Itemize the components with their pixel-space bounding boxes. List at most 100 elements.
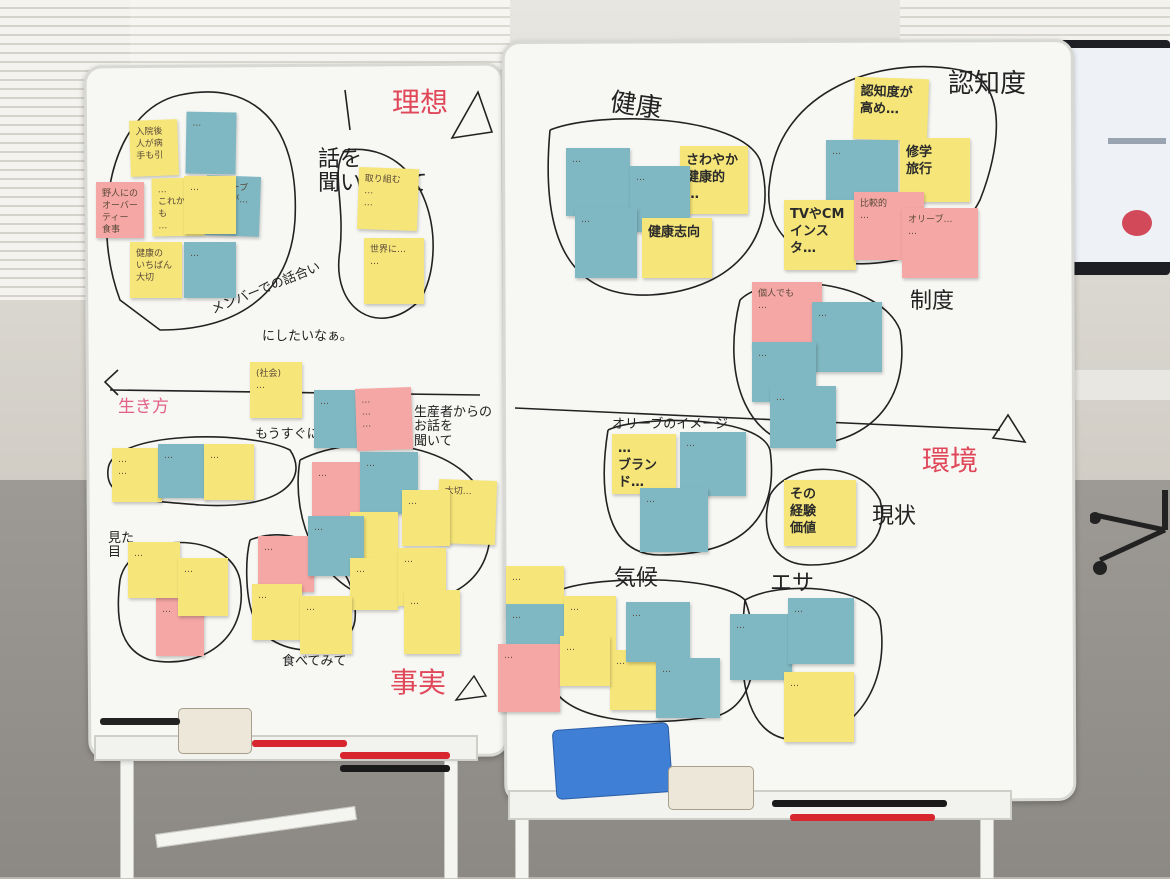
sticky-note-text: 比較的 … — [860, 199, 888, 221]
sticky-note-text: … — [320, 397, 329, 407]
red-marker[interactable] — [340, 752, 450, 759]
sticky-note-text: … — [632, 609, 641, 619]
sticky-note-text: … — [404, 555, 413, 565]
sticky-note-text: … — [736, 621, 745, 631]
sticky-note-text: … — [686, 439, 695, 449]
sticky-note-text: … — [790, 679, 799, 689]
sticky-note-text: … — [410, 597, 419, 607]
board_left-sticky-note[interactable]: 入院後 人が病 手も引 — [129, 119, 179, 177]
board_right-sticky-note[interactable]: … ブランド… — [612, 434, 676, 494]
sticky-note-text: … … — [118, 455, 127, 477]
board_left-sticky-note[interactable]: 取り組む … … — [356, 166, 420, 232]
sticky-note-text: … — [512, 573, 521, 583]
blue-eraser[interactable] — [551, 722, 674, 800]
label-want: にしたいなぁ。 — [262, 329, 353, 344]
board_left-sticky-note[interactable]: 野人にの オーバーティー 食事 — [96, 182, 144, 238]
sticky-note-text: さわやか 健康的 … — [686, 153, 739, 202]
sticky-note-text: … — [192, 118, 202, 129]
black-marker[interactable] — [100, 718, 180, 725]
sticky-note-text: 健康の いちばん 大切 — [136, 249, 173, 283]
board_right-sticky-note[interactable]: … — [680, 432, 746, 496]
board_right-sticky-note[interactable]: その 経験 価値 — [784, 480, 856, 546]
board_left-sticky-note[interactable]: … — [128, 542, 180, 598]
sticky-note-text: その 経験 価値 — [790, 487, 817, 536]
board_right-sticky-note[interactable]: TVやCM インスタ… — [784, 200, 856, 270]
sticky-note-text: … — [190, 183, 199, 193]
red-marker[interactable] — [790, 814, 935, 821]
sticky-note-text: 個人でも … — [758, 289, 795, 311]
board_right-sticky-note[interactable]: … — [560, 636, 610, 686]
sticky-note-text: … — [794, 605, 803, 615]
sticky-note-text: … — [356, 565, 365, 575]
monitor-screen — [1068, 48, 1170, 262]
board_left-sticky-note[interactable]: 健康の いちばん 大切 — [130, 242, 182, 298]
board_right-sticky-note[interactable]: … — [788, 598, 854, 664]
board_left-sticky-note[interactable]: … … — [112, 448, 162, 502]
board_left-sticky-note[interactable]: … — [184, 176, 236, 234]
stand-leg — [120, 752, 134, 879]
board_left-sticky-note[interactable]: … — [252, 584, 302, 640]
board_left-sticky-note[interactable]: … — [158, 444, 208, 498]
sticky-note-text: … — [662, 665, 671, 675]
board_left-sticky-note[interactable]: … — [178, 558, 228, 616]
label-eating: 食べてみて — [282, 654, 347, 669]
sticky-note-text: … ブランド… — [618, 441, 658, 490]
label-ikikata: 生き方 — [118, 397, 169, 417]
board_right-sticky-note[interactable]: 個人でも … — [752, 282, 822, 348]
board_left-sticky-note[interactable]: (社会) … — [250, 362, 302, 418]
black-marker[interactable] — [340, 765, 450, 772]
board_right-sticky-note[interactable]: … — [770, 386, 836, 448]
sticky-note-text: 大切… — [444, 486, 472, 498]
board_left-sticky-note[interactable]: … — [184, 242, 236, 298]
board_right-sticky-note[interactable]: … — [626, 602, 690, 662]
board_left-sticky-note[interactable]: … — [402, 490, 450, 546]
board_right-sticky-note[interactable]: … — [730, 614, 792, 680]
board_left-sticky-note[interactable]: … — [350, 558, 398, 610]
sticky-note-text: … — [758, 349, 767, 359]
board_left-sticky-note[interactable]: … … … — [354, 387, 414, 451]
board_left-sticky-note[interactable]: 世界に… … — [364, 238, 424, 304]
sticky-note-text: オリーブ… … — [908, 215, 953, 237]
black-marker[interactable] — [772, 800, 947, 807]
board_right-sticky-note[interactable]: さわやか 健康的 … — [680, 146, 748, 214]
label-esa: エサ — [770, 571, 815, 596]
board_right-sticky-note[interactable]: 修学 旅行 — [900, 138, 970, 202]
sticky-note-text: … — [570, 603, 579, 613]
board_right-sticky-note[interactable]: 認知度が 高め… — [852, 76, 930, 142]
board_right-sticky-note[interactable]: オリーブ… … — [902, 208, 978, 278]
board_right-sticky-note[interactable]: … — [812, 302, 882, 372]
sticky-note-text: (社会) … — [256, 369, 282, 391]
label-environment: 環境 — [922, 444, 979, 477]
label-ideal: 理想 — [392, 86, 449, 119]
board_right-sticky-note[interactable]: … — [784, 672, 854, 742]
board_right-sticky-note[interactable]: 健康志向 — [642, 218, 712, 278]
board_left-sticky-note[interactable]: … — [300, 596, 352, 654]
red-marker[interactable] — [252, 740, 347, 747]
board_right-sticky-note[interactable]: … — [575, 208, 637, 278]
stand-leg — [980, 810, 994, 879]
monitor-screen-graphic — [1122, 210, 1152, 236]
sticky-note-text: 修学 旅行 — [906, 145, 933, 177]
eraser[interactable] — [178, 708, 252, 754]
label-olive-image: オリーブのイメージ — [612, 417, 728, 432]
board_left-sticky-note[interactable]: … — [258, 536, 314, 592]
board_left-sticky-note[interactable]: … — [185, 111, 237, 175]
label-producer: 生産者からの お話を 聞いて — [414, 405, 493, 449]
sticky-note-text: … … … — [361, 395, 372, 430]
board_left-sticky-note[interactable]: … — [312, 462, 366, 520]
board_right-sticky-note[interactable]: … — [640, 488, 708, 552]
sticky-note-text: … — [134, 549, 143, 559]
sticky-note-text: … — [190, 249, 199, 259]
board_left-sticky-note[interactable]: … — [404, 590, 460, 654]
label-current: 現状 — [872, 504, 917, 529]
board_right-sticky-note[interactable]: … — [826, 140, 898, 202]
board_left-sticky-note[interactable]: … — [204, 444, 254, 500]
sticky-note-text: … — [616, 657, 625, 667]
board_right-sticky-note[interactable]: … — [498, 644, 560, 712]
sticky-note-text: … — [818, 309, 827, 319]
eraser[interactable] — [668, 766, 754, 810]
board_right-sticky-note[interactable]: … — [656, 658, 720, 718]
label-fact: 事実 — [390, 666, 447, 699]
board_right-sticky-note[interactable]: … — [566, 148, 630, 216]
sticky-note-text: … — [512, 611, 521, 621]
